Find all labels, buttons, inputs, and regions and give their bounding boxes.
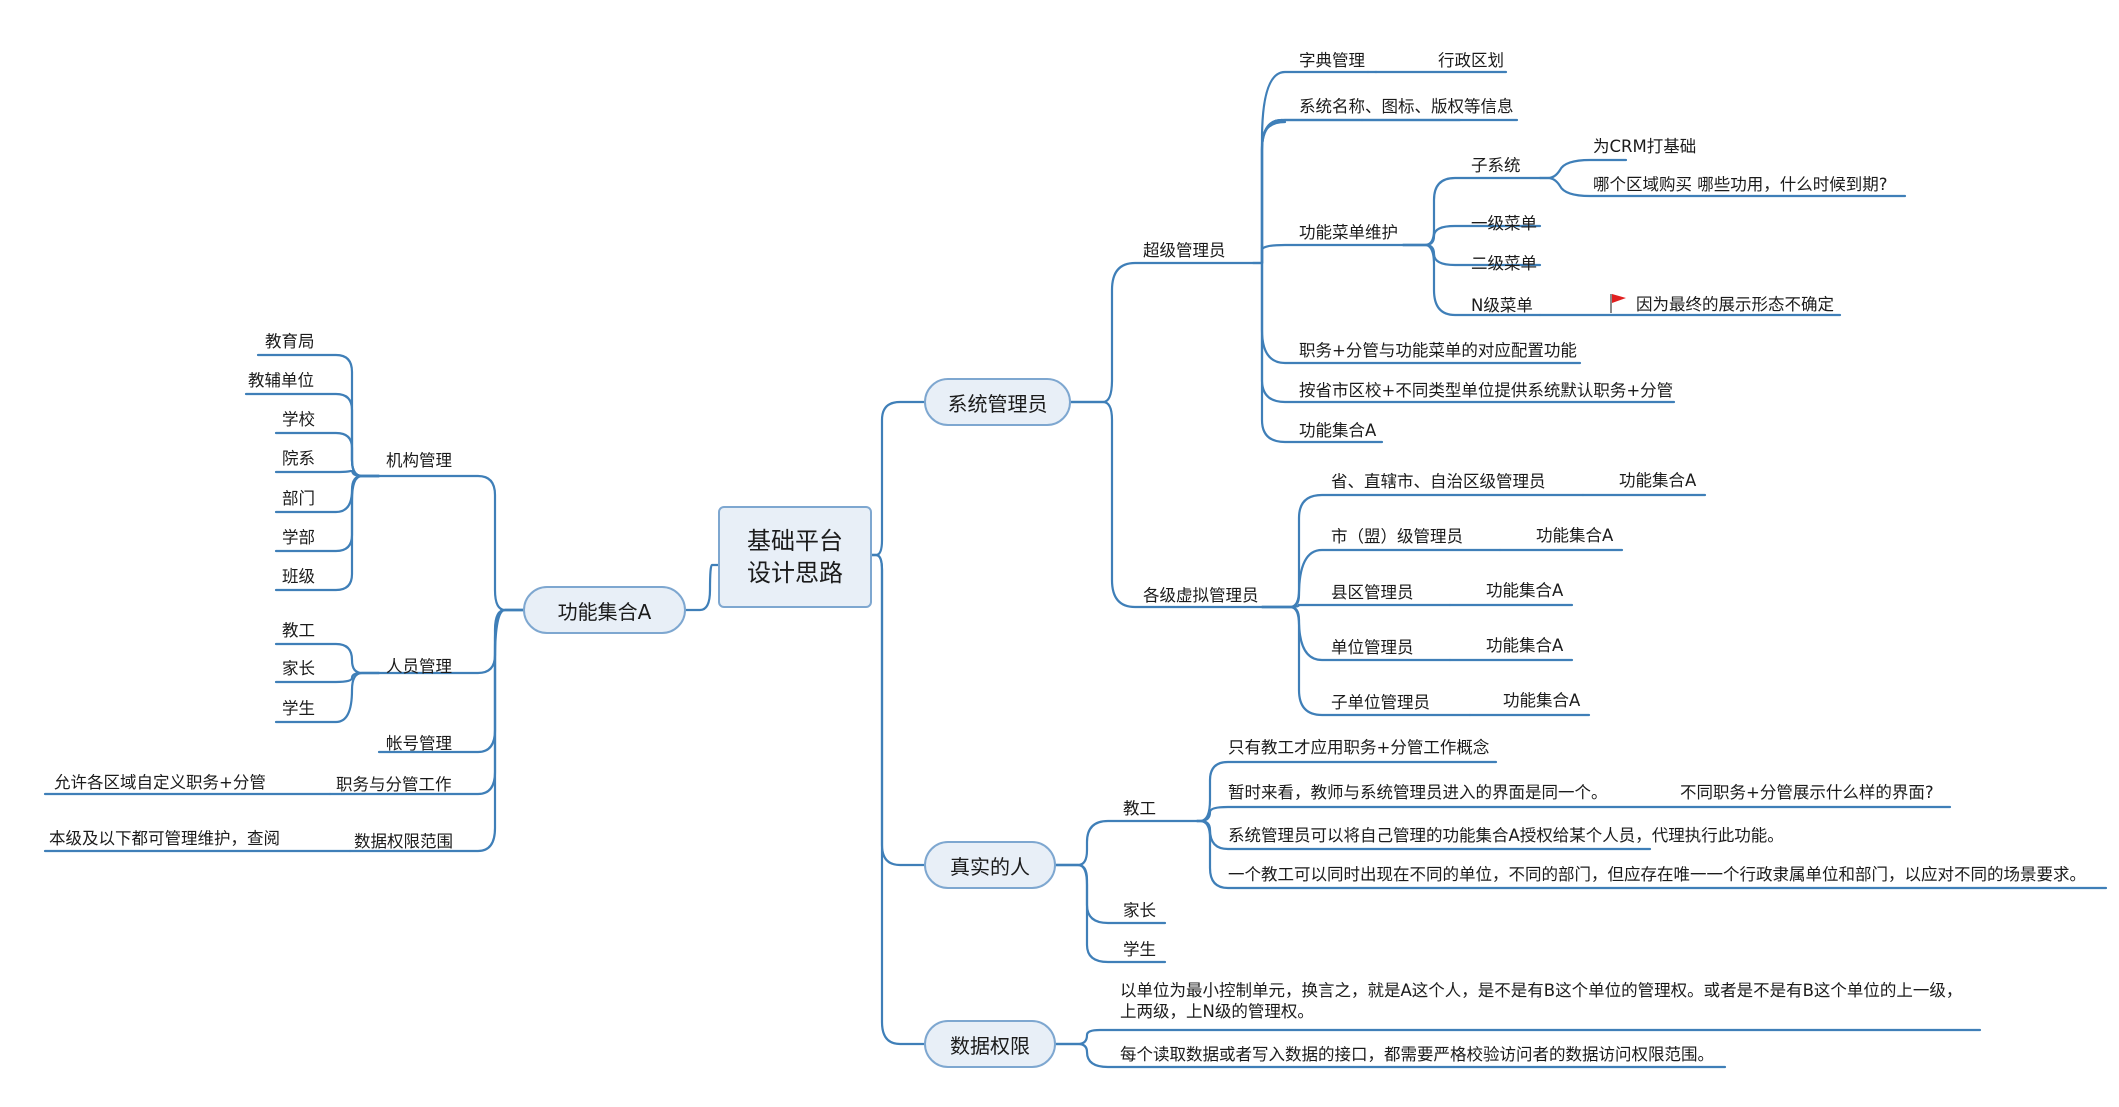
node-org-item[interactable]: 班级 (282, 567, 315, 586)
node-menu-maint[interactable]: 功能菜单维护 (1299, 223, 1398, 242)
branch-sys-admin[interactable]: 系统管理员 (924, 378, 1071, 426)
node-person[interactable]: 人员管理 (386, 657, 452, 676)
node-duty-map[interactable]: 职务+分管与功能菜单的对应配置功能 (1299, 341, 1577, 360)
node-virtual-item[interactable]: 子单位管理员 (1331, 693, 1430, 712)
node-virtual-item[interactable]: 省、直辖市、自治区级管理员 (1331, 472, 1546, 491)
node-menu2[interactable]: 二级菜单 (1471, 254, 1537, 273)
node-scope-note[interactable]: 本级及以下都可管理维护，查阅 (49, 829, 280, 848)
node-virtual-item-func[interactable]: 功能集合A (1486, 581, 1564, 600)
node-teacher-note-2[interactable]: 暂时来看，教师与系统管理员进入的界面是同一个。 (1228, 783, 1608, 802)
node-duty[interactable]: 职务与分管工作 (336, 775, 452, 794)
node-teacher-note-3[interactable]: 系统管理员可以将自己管理的功能集合A授权给某个人员，代理执行此功能。 (1228, 826, 1784, 845)
node-org-item[interactable]: 教辅单位 (248, 371, 314, 390)
node-account[interactable]: 帐号管理 (386, 734, 452, 753)
node-scope[interactable]: 数据权限范围 (354, 832, 453, 851)
node-person-item[interactable]: 家长 (282, 659, 315, 678)
node-virtual-item-func[interactable]: 功能集合A (1486, 636, 1564, 655)
node-parent[interactable]: 家长 (1123, 901, 1156, 920)
node-org-item[interactable]: 院系 (282, 449, 315, 468)
node-duty-note[interactable]: 允许各区域自定义职务+分管 (54, 773, 266, 792)
node-dict[interactable]: 字典管理 (1299, 51, 1365, 70)
node-org[interactable]: 机构管理 (386, 451, 452, 470)
node-which[interactable]: 哪个区域购买 哪些功用，什么时候到期? (1593, 175, 1888, 194)
node-super-func-a[interactable]: 功能集合A (1299, 421, 1377, 440)
node-super-admin[interactable]: 超级管理员 (1143, 241, 1226, 260)
node-virtual-admin[interactable]: 各级虚拟管理员 (1143, 586, 1259, 605)
root-topic[interactable]: 基础平台 设计思路 (718, 506, 872, 608)
branch-func-set-a[interactable]: 功能集合A (523, 586, 686, 634)
node-org-item[interactable]: 教育局 (265, 332, 315, 351)
node-virtual-item-func[interactable]: 功能集合A (1619, 471, 1697, 490)
node-org-item[interactable]: 学部 (282, 528, 315, 547)
node-data-perm-note-1[interactable]: 以单位为最小控制单元，换言之，就是A这个人，是不是有B这个单位的管理权。或者是不… (1120, 981, 1963, 1021)
node-virtual-item[interactable]: 市（盟）级管理员 (1331, 527, 1463, 546)
node-student[interactable]: 学生 (1123, 940, 1156, 959)
node-org-item[interactable]: 部门 (282, 489, 315, 508)
branch-real-people[interactable]: 真实的人 (924, 841, 1056, 889)
node-menun[interactable]: N级菜单 (1471, 296, 1533, 315)
node-subsystem[interactable]: 子系统 (1471, 156, 1521, 175)
node-menu1[interactable]: 一级菜单 (1471, 214, 1537, 233)
node-sysname[interactable]: 系统名称、图标、版权等信息 (1299, 97, 1514, 116)
node-teacher[interactable]: 教工 (1123, 799, 1156, 818)
node-data-perm-note-2[interactable]: 每个读取数据或者写入数据的接口，都需要严格校验访问者的数据访问权限范围。 (1120, 1045, 1714, 1064)
node-org-item[interactable]: 学校 (282, 410, 315, 429)
node-person-item[interactable]: 教工 (282, 621, 315, 640)
node-teacher-note-2b[interactable]: 不同职务+分管展示什么样的界面? (1680, 783, 1934, 802)
node-teacher-note-1[interactable]: 只有教工才应用职务+分管工作概念 (1228, 738, 1490, 757)
node-virtual-item-func[interactable]: 功能集合A (1503, 691, 1581, 710)
flag-icon (1610, 294, 1626, 313)
node-person-item[interactable]: 学生 (282, 699, 315, 718)
node-crm[interactable]: 为CRM打基础 (1593, 137, 1697, 156)
root-line-2: 设计思路 (747, 559, 843, 587)
node-region[interactable]: 行政区划 (1438, 51, 1504, 70)
node-virtual-item-func[interactable]: 功能集合A (1536, 526, 1614, 545)
node-virtual-item[interactable]: 县区管理员 (1331, 583, 1414, 602)
node-menun-note[interactable]: 因为最终的展示形态不确定 (1636, 295, 1834, 314)
node-virtual-item[interactable]: 单位管理员 (1331, 638, 1414, 657)
node-teacher-note-4[interactable]: 一个教工可以同时出现在不同的单位，不同的部门，但应存在唯一一个行政隶属单位和部门… (1228, 865, 2086, 884)
branch-data-perm[interactable]: 数据权限 (924, 1020, 1056, 1068)
root-line-1: 基础平台 (747, 527, 843, 555)
node-default-duty[interactable]: 按省市区校+不同类型单位提供系统默认职务+分管 (1299, 381, 1674, 400)
